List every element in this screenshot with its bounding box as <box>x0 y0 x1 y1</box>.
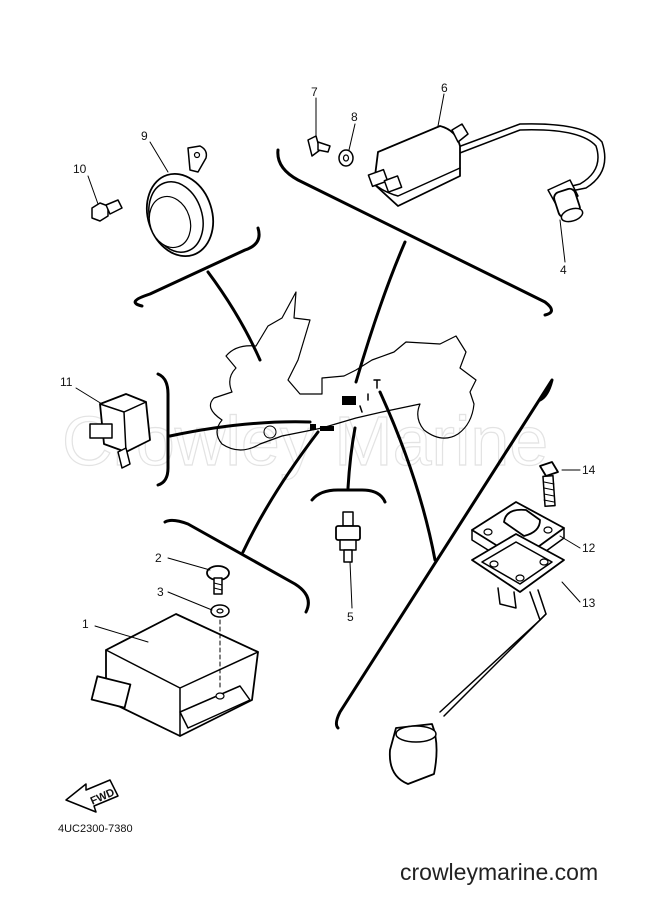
callout-leaders <box>75 93 581 643</box>
spark-plug-cap-part[interactable] <box>547 179 584 224</box>
callout-6: 6 <box>441 81 448 95</box>
callout-1: 1 <box>82 617 89 631</box>
fuel-sender-gasket-part[interactable] <box>388 533 565 785</box>
bolt-14-part[interactable] <box>539 461 559 508</box>
callout-5: 5 <box>347 610 354 624</box>
callout-9: 9 <box>141 129 148 143</box>
callout-labels: 1 2 3 4 5 6 7 8 9 10 11 12 13 14 <box>60 81 596 631</box>
callout-14: 14 <box>582 463 596 477</box>
washer-3-part[interactable] <box>210 604 230 618</box>
callout-11: 11 <box>60 375 73 389</box>
group-bracket-fuel-sender <box>334 378 554 730</box>
website-text: crowleymarine.com <box>400 859 598 885</box>
callout-13: 13 <box>582 596 596 610</box>
motorcycle-silhouette <box>209 291 477 451</box>
callout-12: 12 <box>582 541 596 555</box>
horn-part[interactable] <box>137 145 224 265</box>
ignition-coil-part[interactable] <box>367 123 606 207</box>
cdi-unit-part[interactable] <box>90 613 259 737</box>
screw-2-part[interactable] <box>206 565 230 595</box>
callout-8: 8 <box>351 110 358 124</box>
callout-7: 7 <box>311 85 318 99</box>
fwd-arrow-icon: FWD <box>65 779 119 813</box>
group-bracket-cdi <box>163 518 310 614</box>
callout-4: 4 <box>560 263 567 277</box>
group-bracket-sensor <box>310 488 387 504</box>
group-bracket-horn <box>133 226 261 308</box>
screw-7-part[interactable] <box>307 135 331 157</box>
group-bracket-relay <box>156 372 170 487</box>
leader-lines <box>168 240 437 562</box>
sensor-part[interactable] <box>335 511 361 563</box>
diagram-code: 4UC2300-7380 <box>58 823 133 835</box>
washer-8-part[interactable] <box>338 149 354 167</box>
callout-3: 3 <box>157 585 164 599</box>
group-bracket-ignition <box>276 148 553 317</box>
bolt-10-part[interactable] <box>91 199 123 222</box>
relay-part[interactable] <box>89 393 151 469</box>
callout-10: 10 <box>73 162 87 176</box>
callout-2: 2 <box>155 551 162 565</box>
